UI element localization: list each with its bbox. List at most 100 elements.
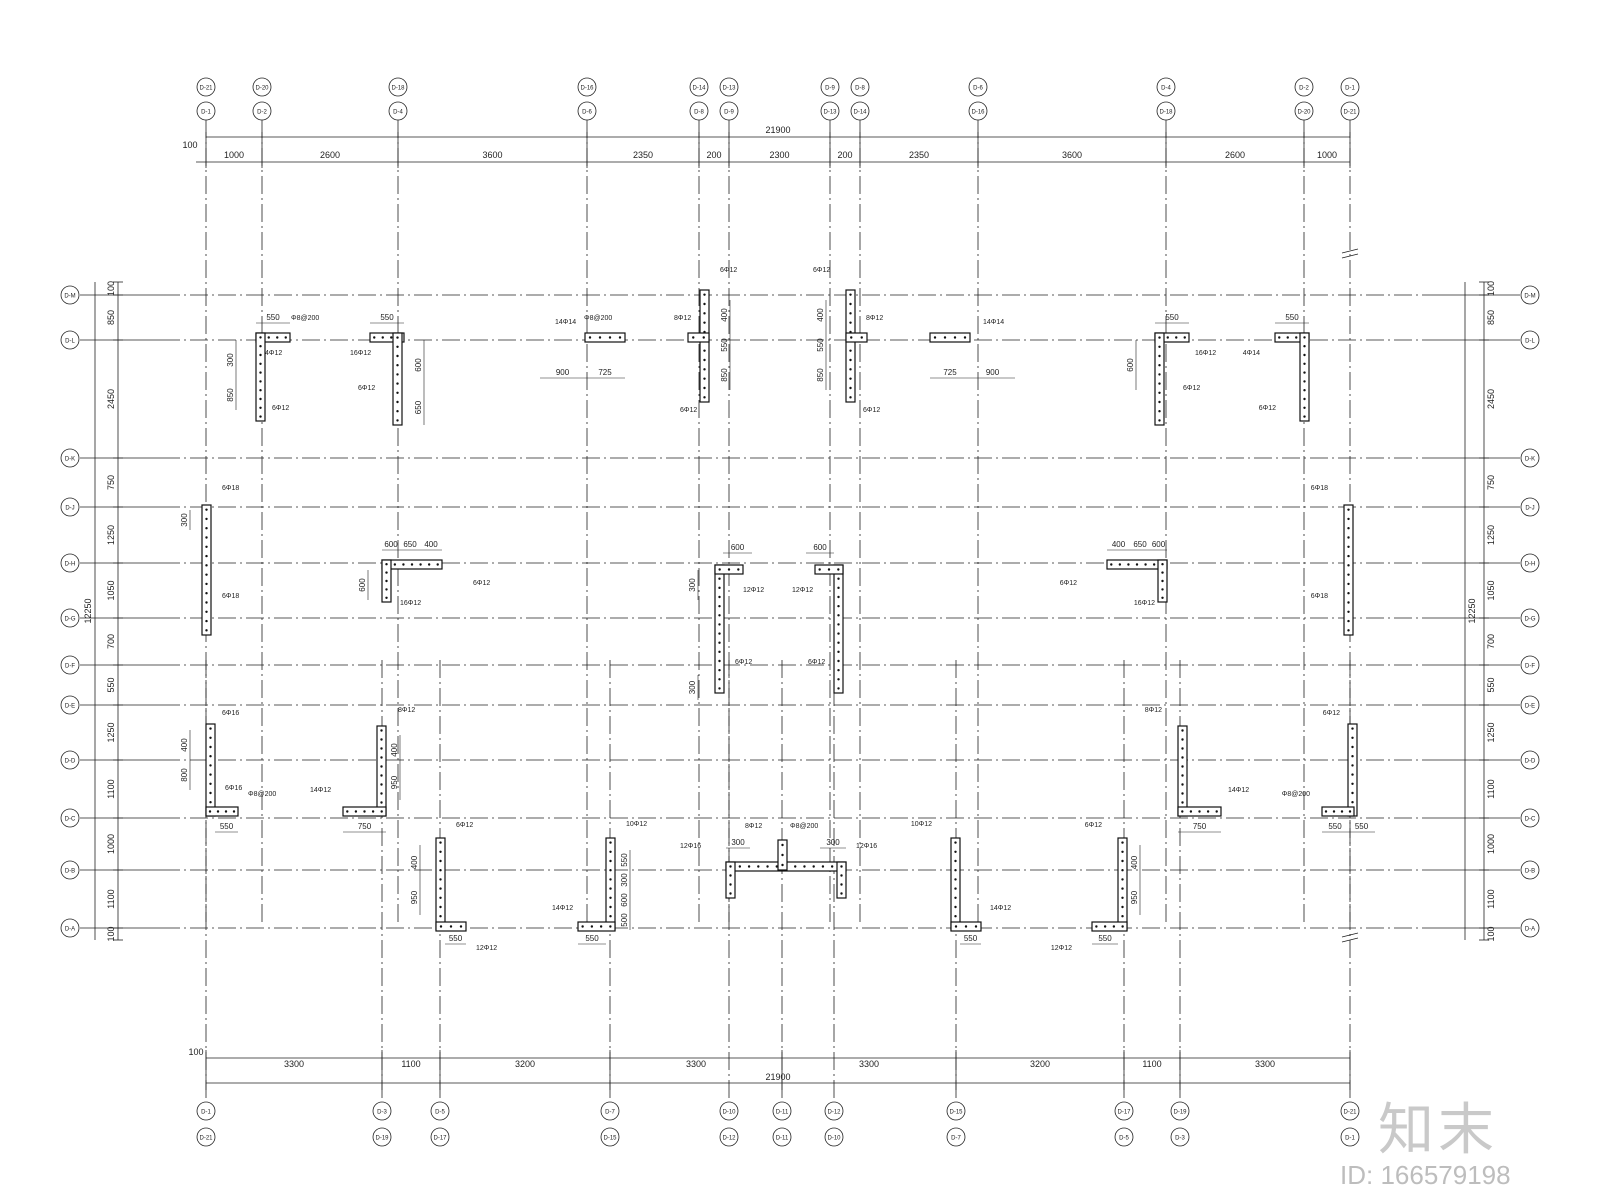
rebar-dot: [702, 336, 705, 339]
rebar-dot: [1303, 345, 1306, 348]
local-dim-label: 950: [410, 890, 419, 904]
top-axis-label-circle: [388, 77, 408, 97]
local-dim-label: 500: [620, 913, 629, 927]
local-dim-label: 600: [1152, 540, 1166, 549]
top-axis-label: D-14: [692, 86, 706, 92]
rebar-dot: [1121, 841, 1124, 844]
right-axis-label: D-M: [1524, 294, 1535, 300]
rebar-label: Φ8@200: [1282, 791, 1310, 798]
rebar-dot: [1103, 925, 1107, 928]
rebar-dot: [1161, 579, 1164, 583]
rebar-dot: [1303, 389, 1306, 392]
bottom-axis-label: D-17: [1117, 1110, 1131, 1116]
rebar-dot: [346, 810, 349, 813]
top-axis-label: D-9: [724, 110, 734, 116]
rebar-dot: [1181, 792, 1184, 795]
bottom-axis-label-circle: [946, 1101, 966, 1121]
rebar-dot: [1303, 397, 1306, 401]
left-axis-label-circle: [60, 553, 80, 573]
bottom-axis-label-circle: [600, 1101, 620, 1121]
rebar-dot: [718, 577, 721, 580]
local-dim-label: 550: [1165, 313, 1179, 322]
left-axis-label: D-C: [65, 817, 76, 823]
rebar-dot: [1303, 362, 1306, 365]
rebar-dot: [837, 678, 840, 681]
rebar-dot: [354, 810, 358, 813]
local-dim-label: 550: [720, 338, 729, 352]
rebar-dot: [1286, 336, 1289, 339]
rebar-dot: [718, 623, 721, 626]
top-axis-label: D-20: [1297, 110, 1311, 116]
rebar-label: 6Φ12: [863, 407, 880, 414]
rebar-dot: [737, 568, 740, 571]
rebar-label: Φ8@200: [790, 823, 818, 830]
rebar-dot: [830, 865, 834, 868]
left-axis-label-circle: [60, 695, 80, 715]
left-axis-label-circle: [60, 330, 80, 350]
rebar-dot: [380, 747, 383, 750]
rebar-dot: [718, 659, 721, 663]
rebar-dot: [943, 336, 947, 339]
local-dim-label: 900: [986, 368, 1000, 377]
rebar-dot: [439, 925, 443, 928]
rebar-dot: [205, 592, 208, 595]
left-axis-label: D-J: [65, 506, 74, 512]
local-dim-label: 600: [620, 893, 629, 907]
top-axis-label-circle: [1294, 77, 1314, 97]
rebar-dot: [396, 391, 399, 394]
rebar-dot: [1303, 371, 1306, 374]
rebar-label: 6Φ12: [272, 405, 289, 412]
local-dim-label: 725: [598, 368, 612, 377]
rebar-dot: [1351, 764, 1354, 767]
rebar-label: 16Φ12: [1134, 600, 1155, 607]
rebar-dot: [436, 563, 439, 566]
bottom-axis-label-circle: [824, 1101, 844, 1121]
top-axis-label: D-4: [393, 110, 403, 116]
rebar-dot: [1158, 419, 1161, 422]
rebar-dot: [775, 865, 778, 868]
rebar-dot: [385, 596, 388, 599]
rebar-dot: [1127, 563, 1130, 566]
top-axis-label: D-1: [201, 110, 211, 116]
local-dim-label: 550: [220, 822, 234, 831]
local-dim-label: 650: [414, 400, 423, 414]
rebar-label: 14Φ12: [990, 905, 1011, 912]
rebar-dot: [1158, 364, 1161, 367]
rebar-dot: [276, 336, 279, 339]
dim-side: 1100: [1486, 889, 1496, 908]
wall-column: [369, 332, 405, 343]
local-dim-label: 550: [266, 313, 280, 322]
bottom-axis-label-circle: [372, 1101, 392, 1121]
rebar-dot: [224, 810, 228, 813]
rebar-dot: [1110, 563, 1113, 566]
right-axis-label: D-A: [1525, 927, 1535, 933]
right-axis-label-circle: [1520, 655, 1540, 675]
rebar-label: 16Φ12: [350, 350, 371, 357]
rebar-dot: [1347, 619, 1350, 623]
left-axis-label: D-M: [64, 294, 75, 300]
top-axis-label-circle: [196, 77, 216, 97]
rebar-dot: [396, 345, 399, 348]
rebar-dot: [381, 336, 384, 339]
rebar-dot: [1158, 336, 1161, 339]
right-axis-label-circle: [1520, 285, 1540, 305]
bottom-axis-label: D-5: [435, 1110, 445, 1116]
dim-side: 2450: [106, 389, 116, 409]
dim-offset: 100: [188, 1047, 203, 1057]
rebar-dot: [837, 659, 840, 663]
bottom-axis-label-circle: [1114, 1127, 1134, 1147]
rebar-dot: [849, 349, 852, 352]
rebar-dot: [718, 678, 721, 681]
rebar-dot: [718, 595, 721, 599]
rebar-dot: [1348, 810, 1352, 813]
rebar-dot: [259, 380, 262, 383]
left-axis-label-circle: [60, 608, 80, 628]
right-axis-label-circle: [1520, 918, 1540, 938]
rebar-dot: [259, 345, 262, 348]
rebar-dot: [781, 843, 784, 847]
rebar-dot: [1347, 536, 1350, 539]
rebar-label: 14Φ14: [555, 319, 576, 326]
left-axis-label: D-A: [65, 927, 75, 933]
rebar-dot: [703, 349, 706, 352]
rebar-dot: [849, 377, 852, 380]
